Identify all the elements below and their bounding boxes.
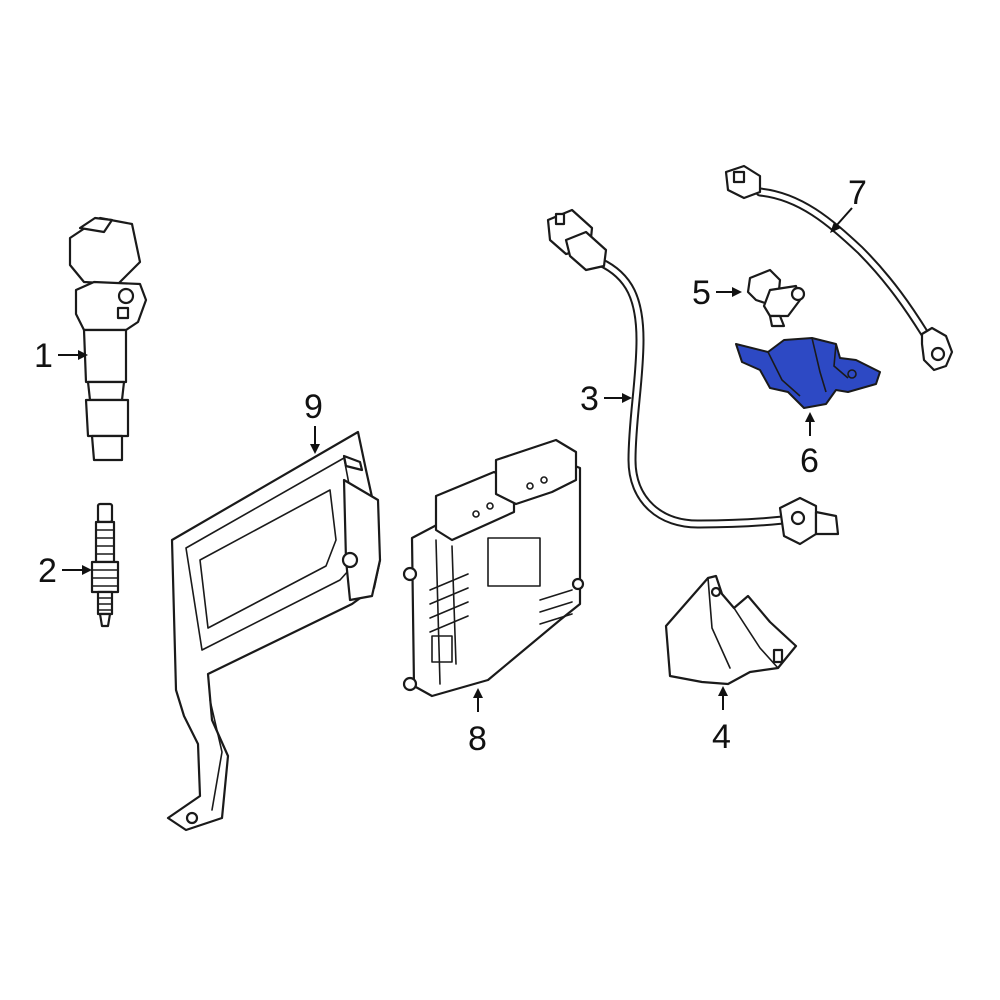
callout-label-9: 9 (304, 388, 323, 426)
part-8-ecu[interactable] (402, 438, 585, 698)
part-1-ignition-coil[interactable] (68, 216, 148, 462)
callout-label-8: 8 (468, 720, 487, 758)
part-2-spark-plug[interactable] (90, 502, 120, 628)
part-3-sensor-harness[interactable] (546, 208, 840, 546)
callout-label-2: 2 (38, 552, 57, 590)
highlight-fill (735, 337, 881, 409)
callout-label-6: 6 (800, 442, 819, 480)
part-9-ecu-bracket[interactable] (166, 430, 382, 832)
callout-7: 7 (830, 174, 867, 233)
callout-1: 1 (34, 337, 88, 375)
part-7-knock-sensor[interactable] (724, 164, 954, 372)
callout-label-4: 4 (712, 718, 731, 756)
callout-5: 5 (692, 274, 742, 312)
callout-2: 2 (38, 552, 92, 590)
part-4-cover[interactable] (664, 574, 798, 686)
callout-3: 3 (580, 380, 632, 418)
callout-4: 4 (712, 686, 731, 756)
callout-label-1: 1 (34, 337, 53, 375)
callout-label-7: 7 (848, 174, 867, 212)
callout-8: 8 (468, 688, 487, 758)
callout-label-5: 5 (692, 274, 711, 312)
part-6-bracket[interactable] (735, 337, 881, 409)
callout-6: 6 (800, 412, 819, 480)
part-5-sensor[interactable] (746, 268, 806, 328)
callout-9: 9 (304, 388, 323, 454)
callout-label-3: 3 (580, 380, 599, 418)
